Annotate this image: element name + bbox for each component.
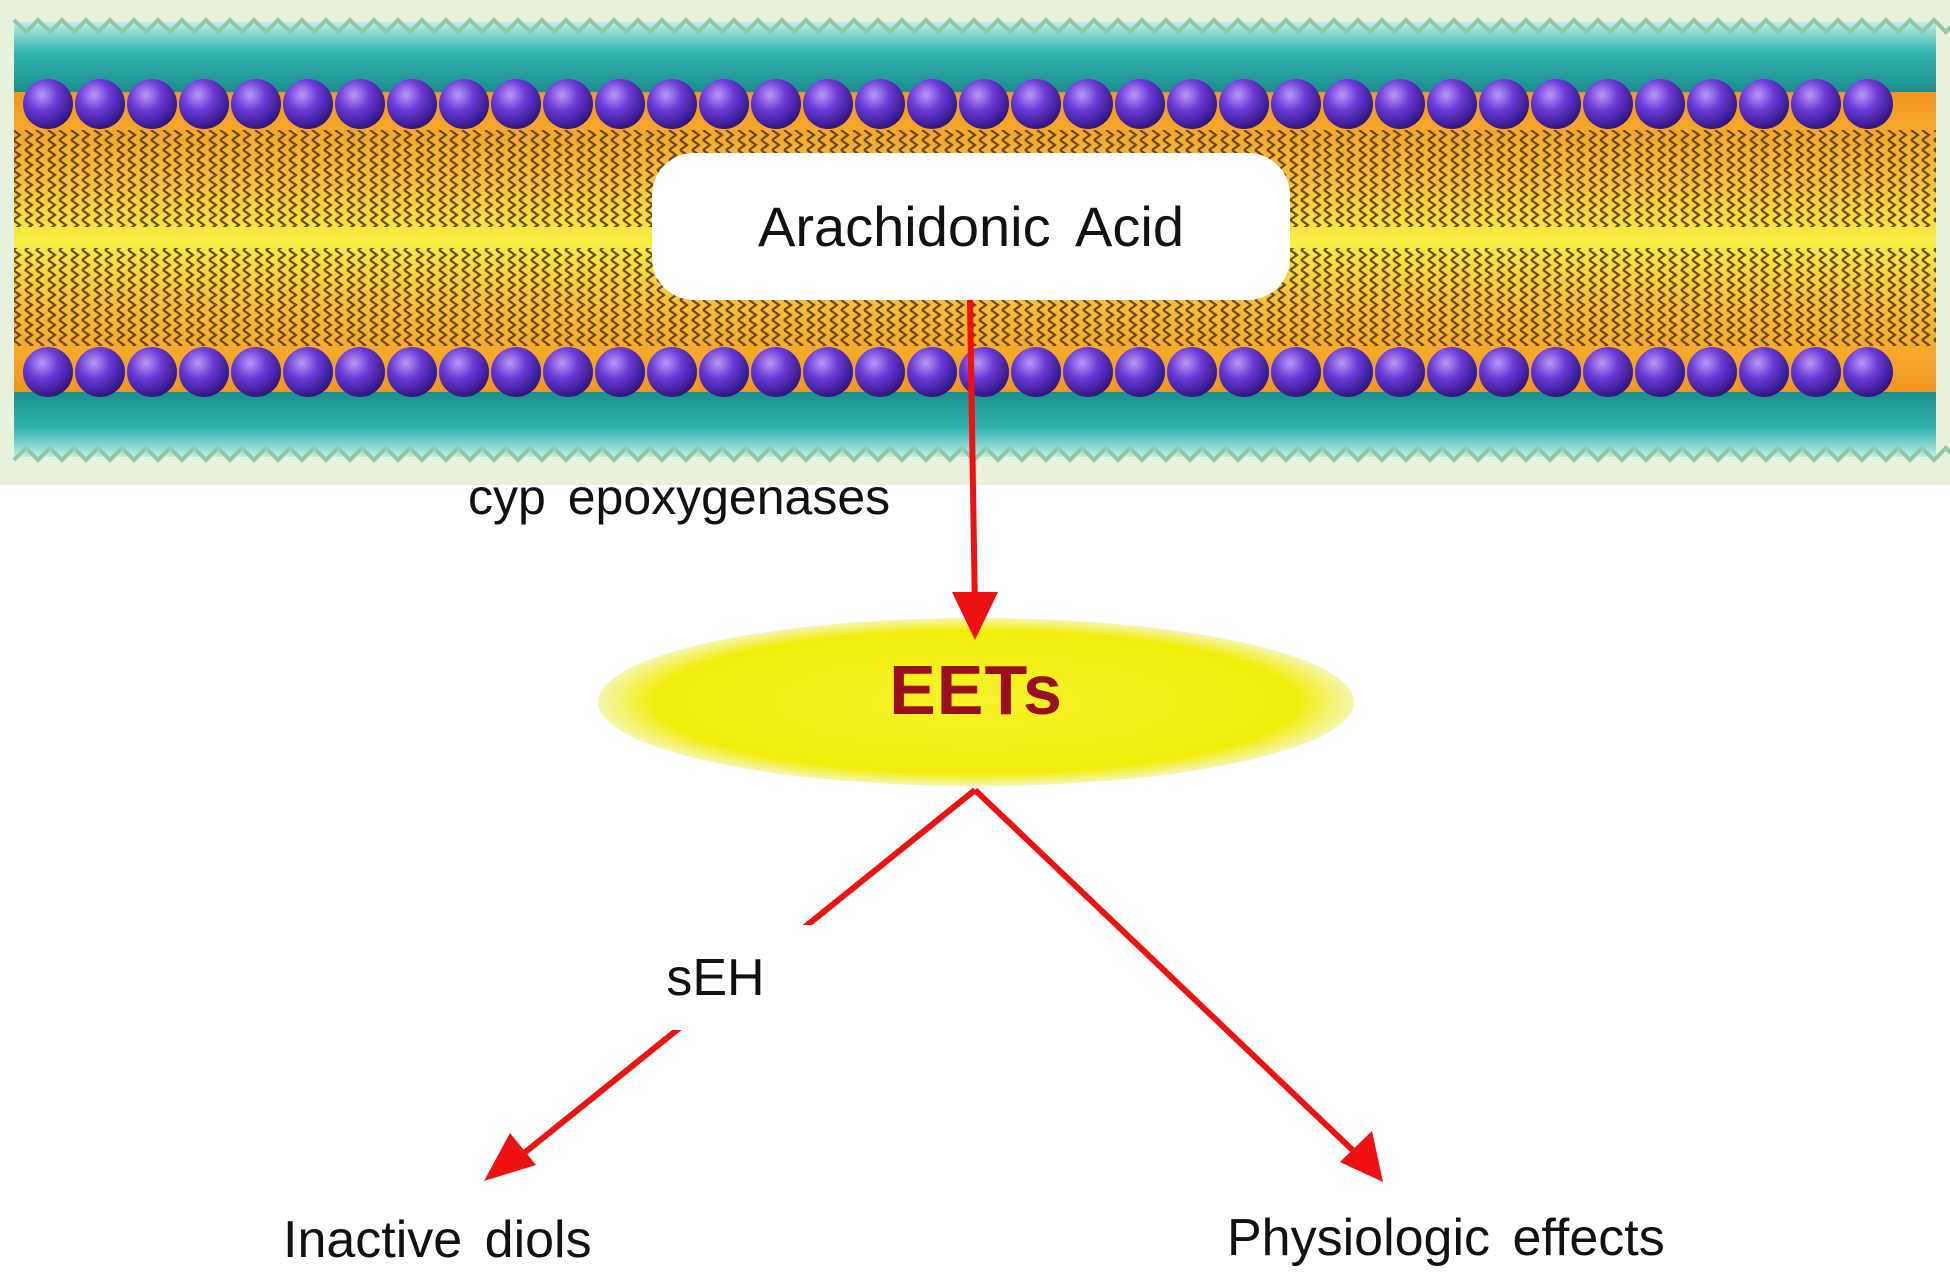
lipid-head [1583, 79, 1633, 129]
physiologic-effects-label: Physiologic effects [1227, 1209, 1665, 1267]
lipid-head [803, 79, 853, 129]
lipid-head [855, 347, 905, 397]
lipid-head [1687, 79, 1737, 129]
lipid-head [491, 347, 541, 397]
lipid-head [1427, 347, 1477, 397]
lipid-head [959, 79, 1009, 129]
arachidonic-acid-label: Arachidonic Acid [757, 195, 1184, 258]
arrowhead-diols [484, 1133, 536, 1181]
lipid-head [699, 347, 749, 397]
lipid-head [1375, 79, 1425, 129]
lipid-head [1063, 79, 1113, 129]
lipid-head [1271, 79, 1321, 129]
lipid-head [1323, 347, 1373, 397]
lipid-head [907, 79, 957, 129]
lipid-head [283, 347, 333, 397]
eets-ellipse [598, 618, 1354, 786]
arrow-aa-to-eets [967, 299, 978, 613]
lipid-head [439, 347, 489, 397]
lipid-head [1531, 79, 1581, 129]
lipid-head [1011, 79, 1061, 129]
lipid-head [1791, 347, 1841, 397]
lipid-head [75, 79, 125, 129]
lipid-head [1687, 347, 1737, 397]
inactive-diols-label: Inactive diols [283, 1211, 592, 1269]
lipid-heads-top [23, 79, 1893, 129]
lipid-head [335, 347, 385, 397]
lipid-heads-bottom [23, 347, 1893, 397]
pathway-arrows [484, 299, 1383, 1182]
seh-label: sEH [666, 948, 765, 1007]
lipid-head [751, 347, 801, 397]
lipid-head [1323, 79, 1373, 129]
lipid-head [1479, 347, 1529, 397]
lipid-head [1583, 347, 1633, 397]
lipid-head [179, 347, 229, 397]
lipid-head [1011, 347, 1061, 397]
lipid-head [959, 347, 1009, 397]
lipid-head [699, 79, 749, 129]
lipid-head [1219, 79, 1269, 129]
lipid-head [23, 347, 73, 397]
lipid-head [647, 79, 697, 129]
lipid-head [907, 347, 957, 397]
lipid-head [595, 347, 645, 397]
arrowhead-effects [1340, 1131, 1383, 1182]
lipid-head [23, 79, 73, 129]
lipid-head [491, 79, 541, 129]
lipid-head [387, 347, 437, 397]
lipid-head [1167, 347, 1217, 397]
eets-label: EETs [889, 651, 1063, 729]
lipid-head [1635, 79, 1685, 129]
lipid-head [127, 79, 177, 129]
lipid-head [1479, 79, 1529, 129]
lipid-head [803, 347, 853, 397]
lipid-head [1427, 79, 1477, 129]
membrane-zigzag-bottom [12, 445, 1950, 463]
lipid-head [127, 347, 177, 397]
lipid-head [1115, 79, 1165, 129]
lipid-head [1739, 347, 1789, 397]
seh-box: sEH [608, 925, 823, 1030]
lipid-head [231, 347, 281, 397]
lipid-head [75, 347, 125, 397]
lipid-head [543, 347, 593, 397]
lipid-head [335, 79, 385, 129]
lipid-head [647, 347, 697, 397]
lipid-head [1843, 79, 1893, 129]
lipid-head [1167, 79, 1217, 129]
lipid-head [1375, 347, 1425, 397]
lipid-head [751, 79, 801, 129]
arrow-eets-to-effects [972, 787, 1366, 1163]
lipid-head [1219, 347, 1269, 397]
lipid-head [1635, 347, 1685, 397]
lipid-head [595, 79, 645, 129]
lipid-head [179, 79, 229, 129]
arachidonic-acid-box: Arachidonic Acid [652, 153, 1290, 300]
lipid-head [387, 79, 437, 129]
lipid-head [543, 79, 593, 129]
membrane-zigzag-top [12, 17, 1950, 35]
lipid-head [231, 79, 281, 129]
lipid-head [1063, 347, 1113, 397]
lipid-head [1739, 79, 1789, 129]
lipid-head [1271, 347, 1321, 397]
arrowhead-eets [952, 592, 998, 640]
lipid-head [1531, 347, 1581, 397]
lipid-head [283, 79, 333, 129]
cyp-epoxygenases-label: cyp epoxygenases [468, 469, 891, 525]
lipid-head [1843, 347, 1893, 397]
lipid-head [439, 79, 489, 129]
lipid-head [855, 79, 905, 129]
lipid-head [1115, 347, 1165, 397]
lipid-head [1791, 79, 1841, 129]
